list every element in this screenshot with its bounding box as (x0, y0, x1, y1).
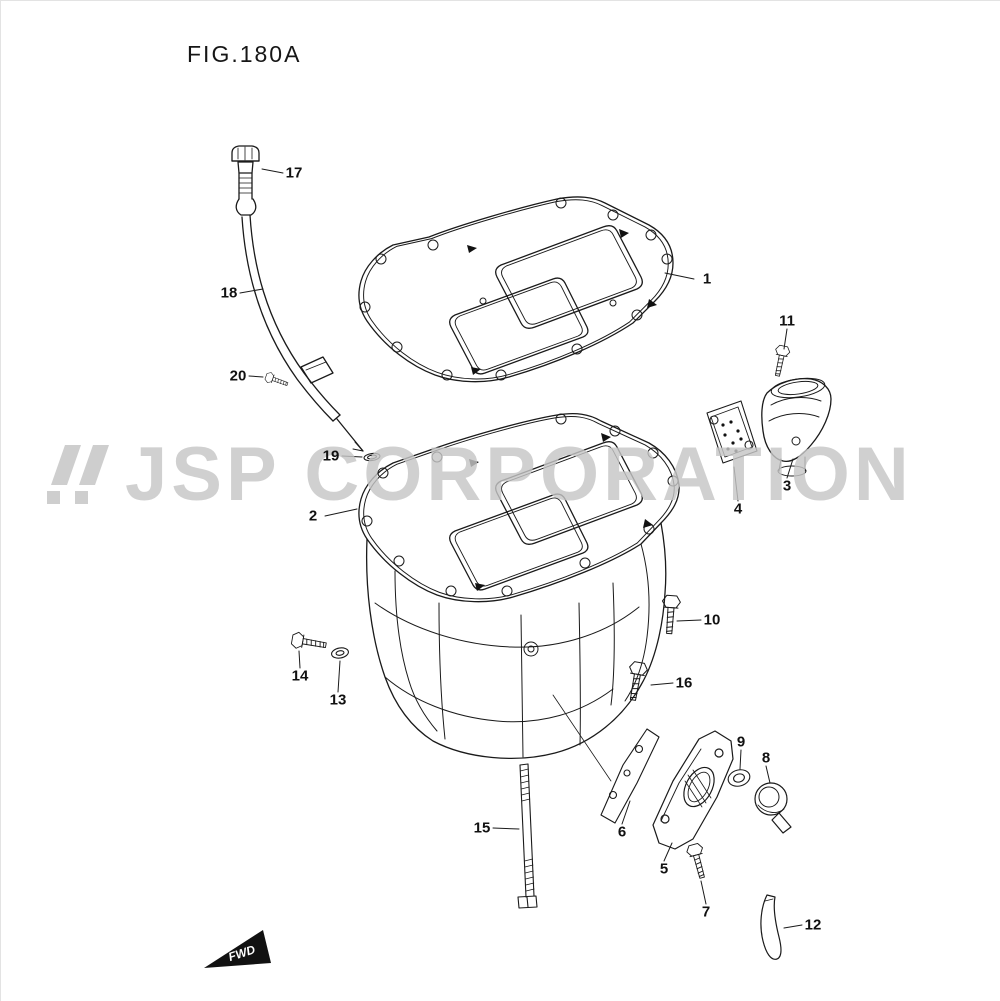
part-oring-19 (363, 452, 381, 462)
leader-line-15 (492, 827, 520, 830)
leader-line-2 (324, 508, 358, 517)
leader-line-6 (621, 800, 631, 825)
leader-line-14 (298, 650, 301, 669)
leader-line-12 (783, 924, 803, 929)
part-oil-pan (358, 412, 680, 782)
leader-line-1 (664, 272, 695, 280)
part-gasket-top (358, 196, 674, 383)
part-seal-9 (727, 769, 751, 787)
part-plug-8 (754, 782, 792, 834)
leader-line-11 (783, 328, 788, 350)
leader-line-10 (676, 619, 702, 622)
part-bolt-16 (623, 660, 649, 703)
part-bolt-20 (263, 370, 290, 390)
leader-line-3 (786, 458, 794, 479)
part-plate-4 (706, 400, 758, 464)
leader-line-16 (650, 682, 674, 686)
part-washer-13 (331, 647, 349, 659)
part-bolt-14 (290, 630, 328, 654)
leader-line-7 (700, 880, 707, 905)
part-cover-5 (652, 730, 734, 850)
part-bolt-11 (769, 344, 792, 378)
leader-line-18 (239, 288, 264, 294)
part-inlet-housing (761, 377, 832, 477)
part-dipstick (231, 145, 364, 452)
leader-line-20 (248, 375, 264, 378)
figure-title: FIG.180A (187, 41, 302, 67)
part-gasket-6 (600, 728, 660, 824)
part-clip-12 (760, 894, 782, 960)
leader-line-5 (663, 842, 673, 862)
fwd-arrow: FWD (204, 930, 271, 968)
leader-line-17 (261, 168, 284, 174)
leader-line-9 (739, 749, 742, 770)
leader-line-4 (733, 466, 739, 502)
leader-line-8 (765, 765, 771, 784)
leader-lines (239, 168, 803, 929)
part-bolt-7 (685, 842, 711, 881)
part-stud-15 (517, 763, 538, 909)
leader-line-13 (337, 660, 341, 693)
leader-line-19 (341, 455, 363, 458)
